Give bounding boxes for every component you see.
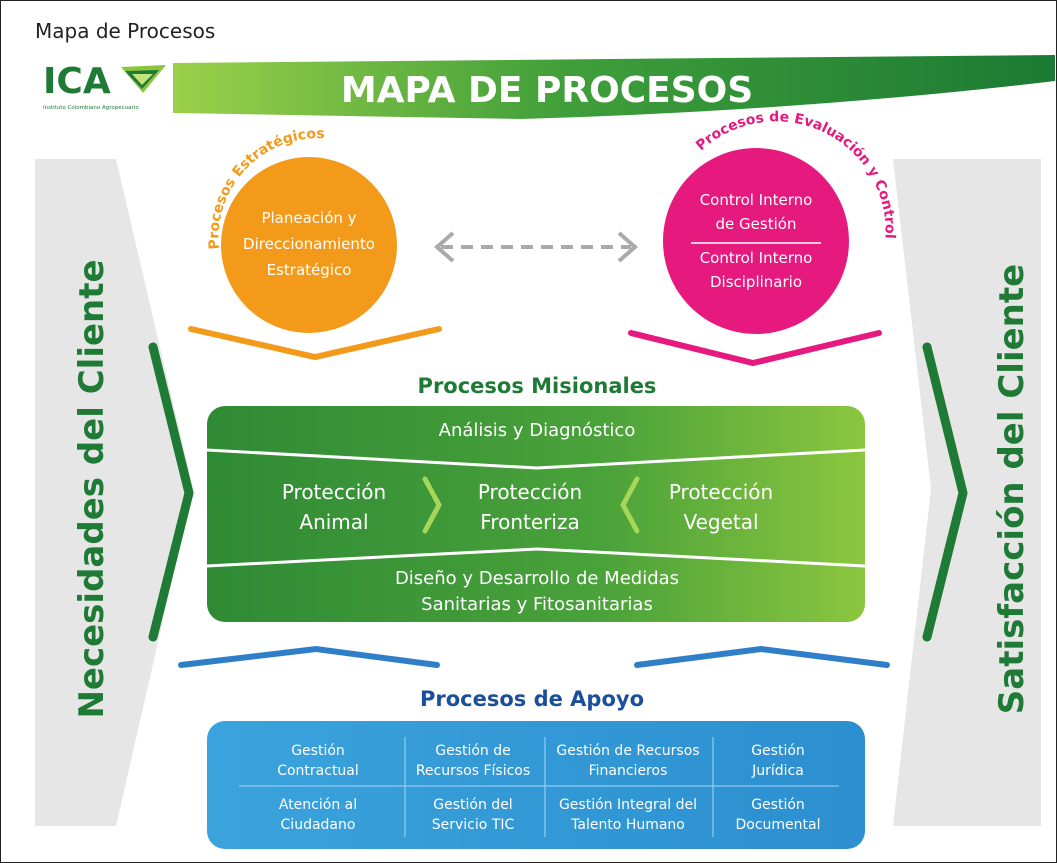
support-block [207, 721, 865, 849]
ica-leaf-icon [121, 65, 166, 93]
support-r2c2-l2: Servicio TIC [432, 817, 515, 833]
mission-processes: Procesos Misionales Análisis y Diagnósti… [206, 374, 866, 622]
support-r2c4-l1: Gestión [751, 797, 805, 813]
support-r1c1-l2: Contractual [277, 763, 359, 779]
support-r2c1-l1: Atención al [279, 797, 357, 813]
mission-fronteriza-line2: Fronteriza [480, 510, 579, 534]
strategic-underline [188, 326, 442, 361]
mission-top-text: Análisis y Diagnóstico [439, 420, 636, 441]
chevron-right-icon [422, 476, 442, 534]
mission-bottom-line2: Sanitarias y Fitosanitarias [421, 594, 653, 615]
support-left-bracket [178, 645, 440, 668]
evaluation-circle [663, 148, 849, 334]
evaluation-item2-line1: Control Interno [700, 249, 813, 267]
mission-animal-line2: Animal [299, 510, 368, 534]
mission-top-divider [206, 448, 866, 470]
support-right-bracket [634, 645, 890, 668]
mission-vegetal-line1: Protección [669, 480, 773, 504]
support-r1c3-l2: Financieros [589, 763, 668, 779]
support-title: Procesos de Apoyo [420, 687, 644, 711]
support-r1c4-l1: Gestión [751, 743, 805, 759]
support-r1c4-l2: Jurídica [751, 763, 804, 779]
support-r2c3-l2: Talento Humano [570, 817, 685, 833]
strategic-process: Planeación y Direccionamiento Estratégic… [188, 126, 442, 361]
ica-logo: ICA Instituto Colombiano Agropecuario [43, 61, 166, 111]
page-title: Mapa de Procesos [35, 19, 216, 43]
mission-fronteriza-line1: Protección [478, 480, 582, 504]
strategic-line-1: Planeación y [261, 209, 356, 227]
support-r2c4-l2: Documental [736, 817, 821, 833]
right-chevron [922, 342, 968, 642]
left-side-panel: Necesidades del Cliente [35, 159, 193, 826]
mission-title: Procesos Misionales [418, 374, 657, 398]
mission-bottom-divider [206, 547, 866, 568]
mission-vegetal-line2: Vegetal [683, 510, 758, 534]
support-r1c2-l1: Gestión de [435, 743, 511, 759]
support-r1c2-l2: Recursos Físicos [416, 763, 530, 779]
strategic-circle [221, 157, 397, 333]
support-r1c3-l1: Gestión de Recursos [556, 743, 699, 759]
support-processes: Procesos de Apoyo Gestión Contractual Ge… [178, 645, 890, 849]
left-side-label: Necesidades del Cliente [72, 259, 112, 718]
logo-text: ICA [43, 61, 111, 102]
support-r2c3-l1: Gestión Integral del [559, 797, 697, 813]
right-side-label: Satisfacción del Cliente [992, 264, 1032, 714]
bidirectional-arrow-icon [433, 231, 639, 263]
evaluation-item1-line1: Control Interno [700, 191, 813, 209]
banner-title: MAPA DE PROCESOS [341, 70, 753, 111]
mission-bottom-line1: Diseño y Desarrollo de Medidas [395, 568, 679, 589]
chevron-left-icon [620, 476, 640, 534]
title-banner: MAPA DE PROCESOS [173, 55, 1055, 119]
evaluation-item2-line2: Disciplinario [710, 273, 802, 291]
strategic-line-3: Estratégico [267, 261, 352, 279]
support-r1c1-l1: Gestión [291, 743, 345, 759]
strategic-line-2: Direccionamiento [243, 235, 375, 253]
support-r2c1-l2: Ciudadano [281, 817, 356, 833]
evaluation-item1-line2: de Gestión [716, 215, 797, 233]
left-chevron [148, 342, 194, 642]
mission-animal-line1: Protección [282, 480, 386, 504]
evaluation-underline [628, 330, 882, 367]
evaluation-process: Control Interno de Gestión Control Inter… [628, 109, 898, 367]
logo-subtitle: Instituto Colombiano Agropecuario [43, 105, 139, 111]
support-r2c2-l1: Gestión del [433, 797, 512, 813]
